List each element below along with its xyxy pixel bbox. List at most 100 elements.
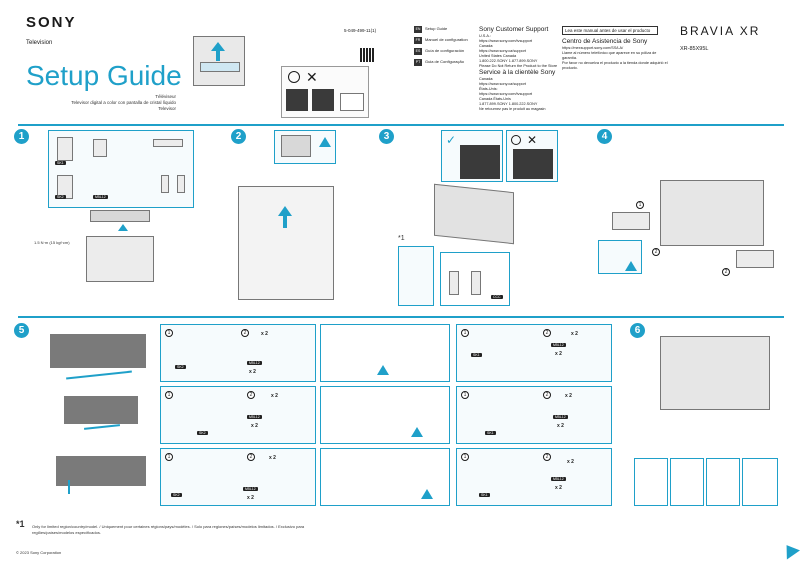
support-link[interactable]: https://www.sony.ca/support xyxy=(479,82,526,86)
stand-check-panel xyxy=(634,458,668,506)
part-tag: M5L12 xyxy=(243,487,258,491)
width-arrow xyxy=(66,370,132,380)
width-arrow xyxy=(83,424,121,430)
section-divider xyxy=(18,124,784,126)
part-tag: SK1 xyxy=(485,431,496,435)
support-heading-fr: Service à la clientèle Sony xyxy=(479,69,556,76)
callout-number: 1 xyxy=(461,453,469,461)
up-arrow-icon xyxy=(211,42,225,51)
callout-number: 2 xyxy=(543,391,551,399)
subtitle-line: Téléviseur xyxy=(155,94,176,99)
spanish-link[interactable]: https://mexsupport.sony.com/SS/LA/ xyxy=(562,46,624,50)
screw-count: x 2 xyxy=(271,393,278,399)
tv-front-wide-stand xyxy=(50,334,146,368)
spacer-part xyxy=(471,271,481,295)
read-manual-notice: Lea este manual antes de usar el product… xyxy=(562,26,658,35)
callout-number: 1 xyxy=(165,391,173,399)
callout-number: 1 xyxy=(636,201,644,209)
part-tag: M5L12 xyxy=(93,195,108,199)
step-number: 1 xyxy=(14,129,29,144)
prohibited-icon xyxy=(288,71,300,83)
support-link[interactable]: https://www.sony.ca/support xyxy=(479,49,526,53)
tv-front-narrow-stand xyxy=(64,396,138,424)
part-tag: SK2 xyxy=(175,365,186,369)
correct-handling-panel: ✓ xyxy=(441,130,503,182)
stand-check-panel xyxy=(742,458,778,506)
callout-number: 2 xyxy=(247,391,255,399)
stand-detail-panel xyxy=(320,324,450,382)
note-marker: *1 xyxy=(398,235,405,242)
spanish-line: Por favor no devuelva el producto a la t… xyxy=(562,61,668,70)
foam-detail-panel xyxy=(598,240,642,274)
footnote-marker: *1 xyxy=(16,519,25,529)
callout-number: 1 xyxy=(461,391,469,399)
remote-part xyxy=(153,139,183,147)
hand-photo xyxy=(286,89,308,111)
stand-check-panel xyxy=(670,458,704,506)
support-line: Canada États-Unis xyxy=(479,97,511,101)
attach-stand-panel: 1 2 SK2 x 2 M5L12 x 2 xyxy=(160,386,316,444)
lang-label: Setup Guide xyxy=(425,26,448,31)
model-number: XR-85X95L xyxy=(680,46,709,52)
footnote: Only for limited region/country/model. /… xyxy=(32,524,305,535)
lang-code: EN xyxy=(414,26,422,33)
callout-number: 2 xyxy=(543,329,551,337)
corner-arrow-icon xyxy=(780,540,800,560)
part-tag: SK1 xyxy=(55,161,66,165)
support-link[interactable]: https://www.sony.com/tvsupport xyxy=(479,39,533,43)
manual-part xyxy=(93,139,107,157)
spacer-part xyxy=(161,175,169,193)
qr-code-icon xyxy=(360,48,374,62)
lang-code: ES xyxy=(414,48,422,55)
lang-code: FR xyxy=(414,37,422,44)
tv-front-soundbar-stand xyxy=(56,456,146,486)
callout-number: 2 xyxy=(652,248,660,256)
support-line: 1.800.222.SONY 1.877.899.SONY xyxy=(479,59,538,63)
part-tag: M5L12 xyxy=(551,343,566,347)
lang-code: PT xyxy=(414,59,422,66)
part-tag: M5L12 xyxy=(553,415,568,419)
part-tag: SK2 xyxy=(171,493,182,497)
warning-icon xyxy=(319,137,331,147)
spacer-detail-panel: CCC xyxy=(440,252,510,306)
warning-icon xyxy=(421,489,433,499)
support-line: Canada: xyxy=(479,44,494,48)
tv-illustration xyxy=(434,183,514,245)
screw-count: x 2 xyxy=(571,331,578,337)
doc-number: 5-049-499-11(1) xyxy=(344,28,377,33)
support-line: Ne retournez pas le produit au magasin xyxy=(479,107,546,111)
spanish-heading: Centro de Asistencia de Sony xyxy=(562,38,648,45)
hand-photo xyxy=(513,149,553,179)
warning-icon xyxy=(625,261,637,271)
lang-label: Guía de configuración xyxy=(425,48,465,53)
up-arrow-stem xyxy=(283,216,287,228)
box-base xyxy=(200,62,240,72)
support-line: U.S.A.: xyxy=(479,34,492,38)
handling-warning-panel: ✕ xyxy=(281,66,369,118)
torque-spec: 1.5 N·m (15 kgf·cm) xyxy=(34,240,78,246)
attach-stand-panel: 1 2 SK1 x 2 M5L12 x 2 xyxy=(456,386,612,444)
support-link[interactable]: https://www.sony.com/tvsupport xyxy=(479,92,533,96)
foot-detail-panel xyxy=(398,246,434,306)
screw-count: x 2 xyxy=(261,331,268,337)
checkmark-icon: ✓ xyxy=(446,133,457,147)
screw-count: x 2 xyxy=(247,495,254,501)
lang-label: Guia de Configuração xyxy=(425,59,464,64)
up-arrow-icon xyxy=(118,224,128,231)
attach-stand-panel: 1 2 SK1 x 2 M5L12 x 2 xyxy=(456,448,612,506)
soundbar-illustration xyxy=(90,210,150,222)
support-line: Please Do Not Return the Product to the … xyxy=(479,64,558,68)
stand-leg-part xyxy=(57,137,73,161)
step-number: 6 xyxy=(630,323,645,338)
callout-number: 1 xyxy=(165,329,173,337)
spacer-part xyxy=(449,271,459,295)
stand-detail-panel xyxy=(320,386,450,444)
screw-count: x 2 xyxy=(555,485,562,491)
callout-number: 2 xyxy=(247,453,255,461)
up-arrow-stem xyxy=(216,51,220,61)
support-line: 1.877.899.SONY 1.800.222.SONY xyxy=(479,102,538,106)
box-illustration xyxy=(86,236,154,282)
torque-value: 1.5 N·m (15 kgf·cm) xyxy=(34,240,70,245)
step-number: 2 xyxy=(231,129,246,144)
screw-count: x 2 xyxy=(557,423,564,429)
